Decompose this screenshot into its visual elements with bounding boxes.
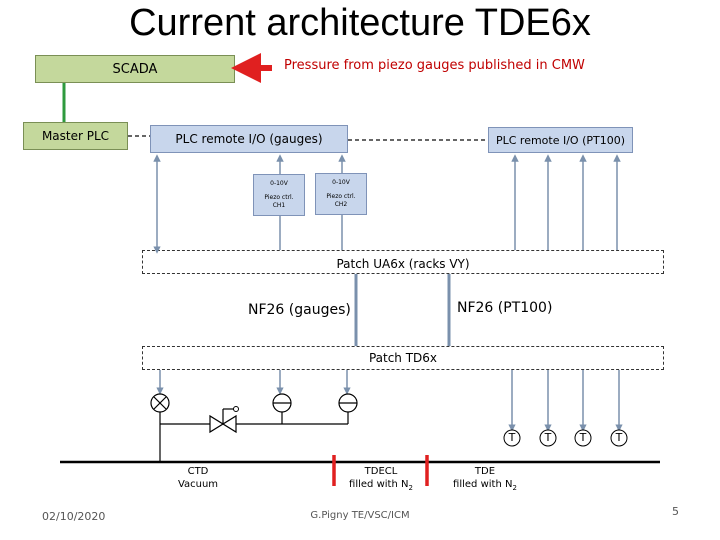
master-plc-label: Master PLC: [41, 129, 110, 143]
remote-io-gauges-label: PLC remote I/O (gauges): [175, 132, 323, 146]
patch-td6x: Patch TD6x: [142, 346, 664, 370]
patch-ua6x: Patch UA6x (racks VY): [142, 250, 664, 274]
temp-sensor-label-4: T: [615, 431, 623, 444]
nf26-pt100-label: NF26 (PT100): [457, 300, 553, 316]
tde-label: TDE filled with N2: [440, 465, 530, 495]
temp-sensor-3: [574, 429, 592, 447]
ctd-line1: CTD: [187, 466, 209, 477]
piezo-ctrl-ch2: 0-10V Piezo ctrl. CH2: [315, 173, 367, 215]
footer-date: 02/10/2020: [42, 510, 106, 523]
temp-sensor-label-2: T: [544, 431, 552, 444]
tde-line1: TDE: [474, 466, 496, 477]
remote-io-gauges-box: PLC remote I/O (gauges): [150, 125, 348, 153]
piezo-ch2-line2: CH2: [334, 201, 348, 208]
piezo-ch2-range: 0-10V: [332, 179, 350, 186]
tde-sub: 2: [512, 484, 517, 492]
temp-sensor-label-3: T: [579, 431, 587, 444]
pressure-note: Pressure from piezo gauges published in …: [284, 58, 585, 73]
tde-line2: filled with N: [453, 479, 513, 490]
remote-io-pt100-label: PLC remote I/O (PT100): [495, 133, 626, 147]
nf26-gauges-label: NF26 (gauges): [248, 302, 351, 318]
ctd-line2: Vacuum: [177, 479, 219, 490]
scada-label: SCADA: [112, 61, 158, 77]
tdecl-line1: TDECL: [364, 466, 398, 477]
patch-ua6x-label: Patch UA6x (racks VY): [336, 257, 470, 271]
master-plc-box: Master PLC: [23, 122, 128, 150]
piezo-ctrl-ch1: 0-10V Piezo ctrl. CH1: [253, 174, 305, 216]
tdecl-sub: 2: [408, 484, 413, 492]
piezo-ch1-line2: CH1: [272, 202, 286, 209]
temp-sensor-2: [539, 429, 557, 447]
scada-box: SCADA: [35, 55, 235, 83]
remote-io-pt100-box: PLC remote I/O (PT100): [488, 127, 633, 153]
temp-sensor-4: [610, 429, 628, 447]
tdecl-line2: filled with N: [349, 479, 409, 490]
piezo-ch1-range: 0-10V: [270, 180, 288, 187]
piezo-ch2-line1: Piezo ctrl.: [326, 193, 356, 200]
patch-td6x-label: Patch TD6x: [368, 351, 438, 365]
tdecl-label: TDECL filled with N2: [336, 465, 426, 495]
piezo-ch1-line1: Piezo ctrl.: [264, 194, 294, 201]
temp-sensor-1: [503, 429, 521, 447]
temp-sensor-label-1: T: [508, 431, 516, 444]
footer-page-number: 5: [672, 505, 679, 518]
page-title: Current architecture TDE6x: [129, 2, 591, 44]
ctd-label: CTD Vacuum: [168, 465, 228, 491]
footer-author: G.Pigny TE/VSC/ICM: [310, 510, 410, 521]
